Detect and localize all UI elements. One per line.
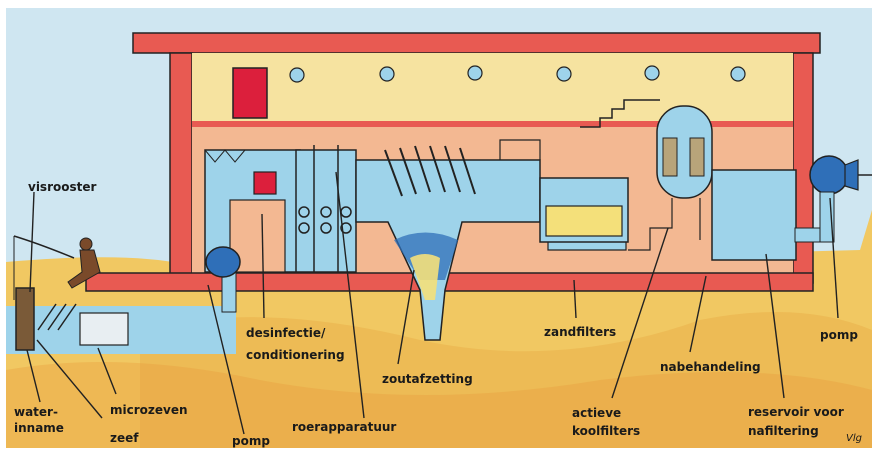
intake-pump	[206, 247, 240, 277]
window	[468, 66, 482, 80]
carbon-cartridge	[663, 138, 677, 176]
label-actieve-1: actieve	[572, 406, 621, 420]
visrooster-post	[16, 288, 34, 350]
label-water-inname-2: inname	[14, 421, 64, 435]
label-pomp-intake: pomp	[232, 434, 270, 448]
carbon-cartridge	[690, 138, 704, 176]
label-zandfilters: zandfilters	[544, 325, 616, 339]
outlet-pump	[810, 156, 848, 194]
door	[233, 68, 267, 118]
roof	[133, 33, 820, 53]
label-reservoir-2: nafiltering	[748, 424, 819, 438]
chemical-box	[254, 172, 276, 194]
intake-pipe	[222, 272, 236, 312]
window	[380, 67, 394, 81]
label-reservoir-1: reservoir voor	[748, 405, 844, 419]
label-visrooster: visrooster	[28, 180, 96, 194]
label-water-inname-1: water-	[14, 405, 58, 419]
reservoir	[712, 170, 796, 260]
label-nabehandeling: nabehandeling	[660, 360, 761, 374]
label-desinfectie-2: conditionering	[246, 348, 345, 362]
label-actieve-2: koolfilters	[572, 424, 640, 438]
stirring-tank	[296, 150, 356, 272]
label-roerapparatuur: roerapparatuur	[292, 420, 396, 434]
left-wall	[170, 53, 192, 281]
window	[731, 67, 745, 81]
signature: Vlg	[846, 432, 862, 446]
sand-bed	[546, 206, 622, 236]
label-microzeven: microzeven	[110, 403, 188, 417]
label-desinfectie-1: desinfectie/	[246, 326, 325, 340]
microscreen	[80, 313, 128, 345]
fisherman-head	[80, 238, 92, 250]
label-zoutafzetting: zoutafzetting	[382, 372, 473, 386]
label-pomp-outlet: pomp	[820, 328, 858, 342]
window	[557, 67, 571, 81]
window	[645, 66, 659, 80]
label-zeef: zeef	[110, 431, 138, 445]
window	[290, 68, 304, 82]
